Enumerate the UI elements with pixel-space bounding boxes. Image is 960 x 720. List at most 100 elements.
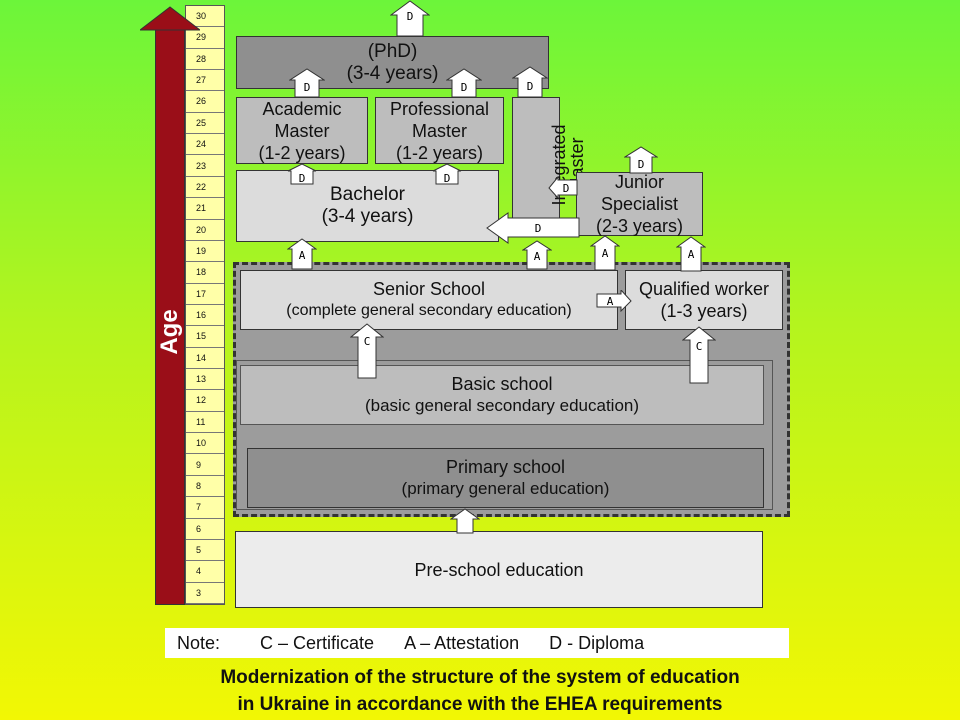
senior-school-line1: Senior School xyxy=(372,279,486,299)
bachelor-line1: Bachelor xyxy=(330,184,405,205)
age-tick: 26 xyxy=(186,91,224,113)
age-tick: 7 xyxy=(186,497,224,519)
qualified-worker-line2: (1-3 years) xyxy=(660,301,748,321)
professional-master-box: Professional Master (1-2 years) xyxy=(375,97,504,164)
age-tick: 28 xyxy=(186,49,224,71)
legend-note: Note: C – Certificate A – Attestation D … xyxy=(165,628,789,658)
age-tick: 8 xyxy=(186,476,224,498)
arrow-label: A xyxy=(607,295,614,308)
phd-box: (PhD) (3-4 years) xyxy=(236,36,549,89)
arrow-up-icon: D xyxy=(390,0,430,37)
age-tick: 25 xyxy=(186,113,224,135)
academic-master-line3: (1-2 years) xyxy=(258,142,346,163)
primary-school-line1: Primary school xyxy=(445,457,566,477)
note-attestation: A – Attestation xyxy=(404,632,520,653)
primary-school-box: Primary school (primary general educatio… xyxy=(247,448,764,508)
arrow-up-icon: D xyxy=(287,163,317,185)
arrow-label: A xyxy=(602,247,609,260)
age-tick: 14 xyxy=(186,348,224,370)
age-tick: 11 xyxy=(186,412,224,434)
junior-specialist-line2: Specialist xyxy=(600,194,679,214)
age-tick: 24 xyxy=(186,134,224,156)
age-label: Age xyxy=(156,309,183,355)
age-bar xyxy=(155,28,185,605)
age-tick: 16 xyxy=(186,305,224,327)
age-tick: 9 xyxy=(186,455,224,476)
arrow-left-icon: D xyxy=(548,177,578,199)
integrated-master-box xyxy=(512,97,560,229)
age-tick: 5 xyxy=(186,540,224,562)
junior-specialist-line3: (2-3 years) xyxy=(595,216,684,236)
note-prefix: Note: xyxy=(177,632,221,653)
arrow-label: A xyxy=(534,250,541,263)
basic-school-box: Basic school (basic general secondary ed… xyxy=(240,365,764,425)
caption: Modernization of the structure of the sy… xyxy=(160,664,800,718)
arrow-label: D xyxy=(304,81,311,94)
arrow-up-icon: A xyxy=(522,240,552,270)
age-tick: 27 xyxy=(186,70,224,92)
age-arrow-head-icon xyxy=(140,6,200,31)
academic-master-box: Academic Master (1-2 years) xyxy=(236,97,368,164)
arrow-label: D xyxy=(299,172,306,185)
age-tick: 30 xyxy=(186,6,224,28)
age-tick: 12 xyxy=(186,390,224,412)
senior-school-box: Senior School (complete general secondar… xyxy=(240,270,618,330)
arrow-label: A xyxy=(688,248,695,261)
arrow-up-icon: A xyxy=(590,235,620,271)
professional-master-line3: (1-2 years) xyxy=(395,142,484,163)
phd-line1: (PhD) xyxy=(367,40,418,62)
arrow-up-icon: D xyxy=(289,68,325,98)
basic-frame xyxy=(236,360,773,510)
arrow-label: C xyxy=(696,340,703,353)
age-tick: 20 xyxy=(186,220,224,241)
arrow-up-icon: C xyxy=(350,323,384,379)
arrow-label: D xyxy=(527,80,534,93)
preschool-line1: Pre-school education xyxy=(414,559,584,580)
age-tick: 4 xyxy=(186,561,224,583)
arrow-up-icon: D xyxy=(446,68,482,98)
phd-line2: (3-4 years) xyxy=(346,62,439,84)
age-tick: 10 xyxy=(186,433,224,455)
age-tick: 18 xyxy=(186,262,224,284)
arrow-label: D xyxy=(563,182,570,195)
junior-specialist-box: Junior Specialist (2-3 years) xyxy=(576,172,703,236)
arrow-label: D xyxy=(407,10,414,23)
arrow-up-icon: D xyxy=(624,146,658,174)
qualified-worker-box: Qualified worker (1-3 years) xyxy=(625,270,783,330)
qualified-worker-line1: Qualified worker xyxy=(638,279,770,299)
arrow-left-icon: D xyxy=(486,212,580,244)
professional-master-line1: Professional xyxy=(389,98,490,119)
primary-school-line2: (primary general education) xyxy=(401,479,610,498)
age-tick: 15 xyxy=(186,326,224,348)
junior-specialist-line1: Junior xyxy=(614,172,665,192)
basic-school-line2: (basic general secondary education) xyxy=(364,396,640,415)
arrow-label: D xyxy=(638,158,645,171)
caption-line2: in Ukraine in accordance with the EHEA r… xyxy=(237,694,723,715)
age-tick: 13 xyxy=(186,369,224,391)
note-certificate: C – Certificate xyxy=(260,632,375,653)
age-tick: 23 xyxy=(186,156,224,177)
age-tick: 21 xyxy=(186,198,224,220)
academic-master-line2: Master xyxy=(274,120,330,141)
arrow-up-icon: C xyxy=(682,326,716,384)
age-tick: 6 xyxy=(186,519,224,540)
arrow-up-icon: D xyxy=(512,66,548,98)
arrow-label: C xyxy=(364,335,371,348)
arrow-label: D xyxy=(444,172,451,185)
age-tick: 22 xyxy=(186,177,224,199)
arrow-right-icon: A xyxy=(596,290,632,312)
arrow-up-icon: D xyxy=(432,163,462,185)
arrow-up-icon: A xyxy=(287,238,317,270)
preschool-box: Pre-school education xyxy=(235,531,763,608)
arrow-up-icon xyxy=(450,508,480,534)
arrow-label: D xyxy=(535,222,542,235)
bachelor-line2: (3-4 years) xyxy=(321,206,414,227)
academic-master-line1: Academic xyxy=(262,98,342,119)
caption-line1: Modernization of the structure of the sy… xyxy=(220,667,740,688)
basic-school-line1: Basic school xyxy=(451,374,553,394)
arrow-up-icon: A xyxy=(676,236,706,272)
age-tick: 19 xyxy=(186,241,224,263)
age-tick: 3 xyxy=(186,583,224,604)
note-diploma: D - Diploma xyxy=(549,632,645,653)
professional-master-line2: Master xyxy=(411,120,467,141)
